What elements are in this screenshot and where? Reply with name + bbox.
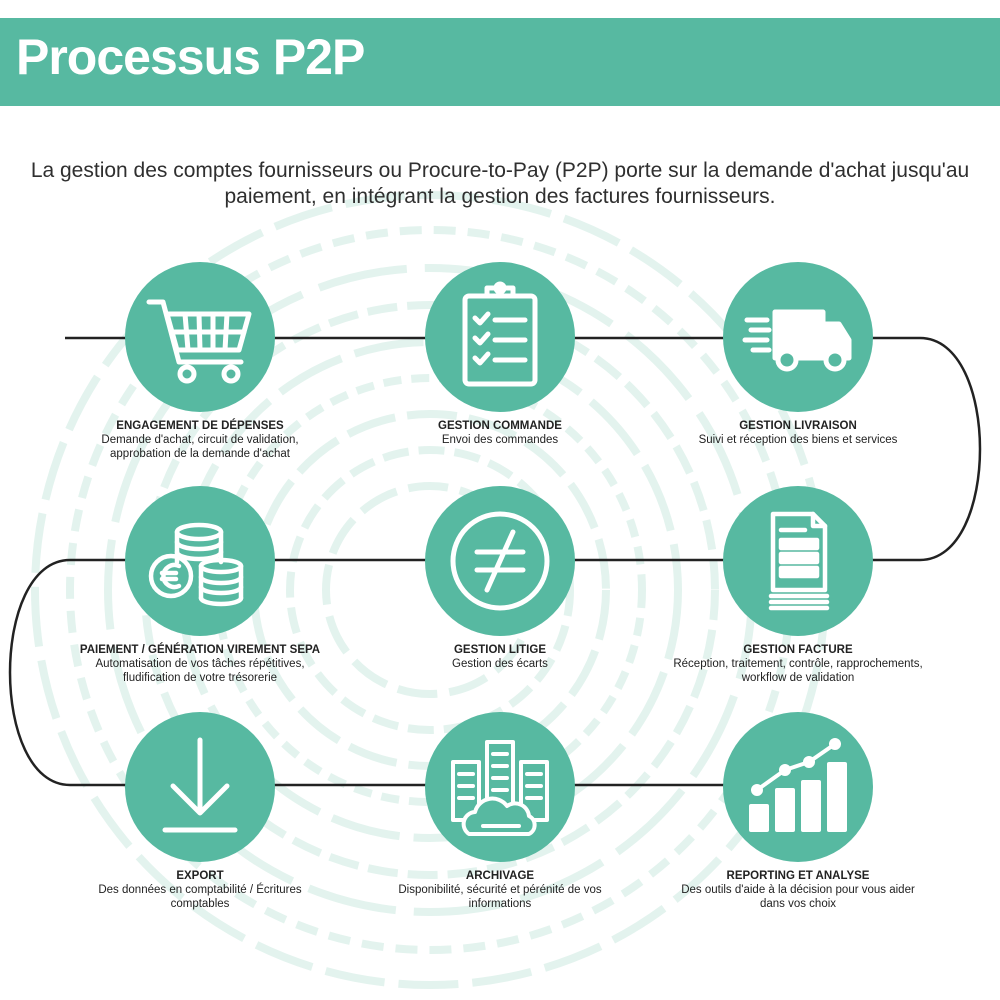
step-name: GESTION COMMANDE xyxy=(438,420,562,432)
intro-text: La gestion des comptes fournisseurs ou P… xyxy=(30,159,970,208)
step-description: Disponibilité, sécurité et pérénité de v… xyxy=(398,884,602,910)
step-description: Suivi et réception des biens et services xyxy=(698,434,898,446)
server-cloud-icon xyxy=(451,740,549,836)
step-archivage-circle xyxy=(425,712,575,862)
step-engagement-label: ENGAGEMENT DE DÉPENSES Demande d'achat, … xyxy=(70,419,330,461)
step-export-label: EXPORT Des données en comptabilité / Écr… xyxy=(70,869,330,911)
step-name: GESTION FACTURE xyxy=(743,644,853,656)
step-name: GESTION LITIGE xyxy=(453,644,546,656)
step-name: EXPORT xyxy=(176,870,224,882)
step-name: PAIEMENT / GÉNÉRATION VIREMENT SEPA xyxy=(79,644,321,656)
step-name: ARCHIVAGE xyxy=(465,870,535,882)
step-livraison-circle xyxy=(723,262,873,412)
step-description: Réception, traitement, contrôle, rapproc… xyxy=(673,658,923,684)
clipboard-checklist-icon xyxy=(462,281,538,387)
step-litige-label: GESTION LITIGE Gestion des écarts xyxy=(370,643,630,671)
step-paiement-circle xyxy=(125,486,275,636)
step-description: Automatisation de vos tâches répétitives… xyxy=(95,658,305,684)
step-commande-circle xyxy=(425,262,575,412)
step-archivage-label: ARCHIVAGE Disponibilité, sécurité et pér… xyxy=(370,869,630,911)
step-engagement-circle xyxy=(125,262,275,412)
step-name: GESTION LIVRAISON xyxy=(739,420,857,432)
step-description: Des outils d'aide à la décision pour vou… xyxy=(681,884,915,910)
step-export-circle xyxy=(125,712,275,862)
invoice-document-icon xyxy=(768,511,830,611)
step-description: Envoi des commandes xyxy=(441,434,559,446)
step-paiement-label: PAIEMENT / GÉNÉRATION VIREMENT SEPA Auto… xyxy=(70,643,330,685)
step-reporting-circle xyxy=(723,712,873,862)
shopping-cart-icon xyxy=(146,299,252,384)
page-title: Processus P2P xyxy=(16,29,365,85)
not-equal-icon xyxy=(450,511,550,611)
step-reporting-label: REPORTING ET ANALYSE Des outils d'aide à… xyxy=(668,869,928,911)
growth-chart-icon xyxy=(749,738,847,832)
step-description: Gestion des écarts xyxy=(452,658,548,670)
euro-coins-icon xyxy=(148,522,244,607)
step-litige-circle xyxy=(425,486,575,636)
step-livraison-label: GESTION LIVRAISON Suivi et réception des… xyxy=(668,419,928,447)
step-description: Des données en comptabilité / Écritures … xyxy=(98,884,302,910)
step-facture-circle xyxy=(723,486,873,636)
step-commande-label: GESTION COMMANDE Envoi des commandes xyxy=(370,419,630,447)
delivery-truck-icon xyxy=(742,309,852,372)
step-name: ENGAGEMENT DE DÉPENSES xyxy=(116,420,284,432)
download-arrow-icon xyxy=(162,737,238,833)
step-description: Demande d'achat, circuit de validation, … xyxy=(101,434,299,460)
title-bar xyxy=(0,18,1000,106)
step-name: REPORTING ET ANALYSE xyxy=(726,870,870,882)
step-facture-label: GESTION FACTURE Réception, traitement, c… xyxy=(668,643,928,685)
